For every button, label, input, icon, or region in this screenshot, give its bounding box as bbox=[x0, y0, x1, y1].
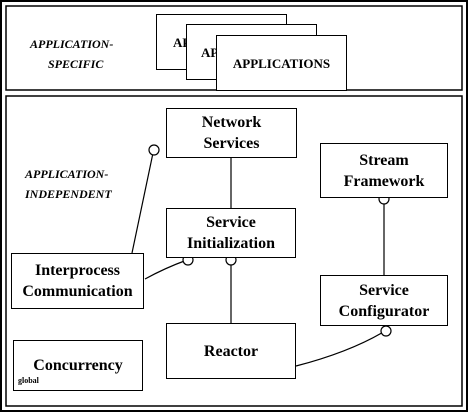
concurrency-box: Concurrency bbox=[13, 340, 143, 391]
reactor-label: Reactor bbox=[203, 342, 259, 360]
connector-reactor-to-configurator bbox=[295, 330, 386, 367]
port-circle bbox=[148, 144, 160, 156]
tier-label-line: INDEPENDENT bbox=[25, 187, 112, 201]
stream-framework-box: Stream Framework bbox=[320, 143, 448, 198]
service-initialization-label: Service Initialization bbox=[186, 214, 275, 252]
interprocess-communication-label: Interprocess Communication bbox=[22, 262, 133, 300]
applications-box-front: APPLICATIONS bbox=[216, 35, 347, 91]
network-services-box: Network Services bbox=[166, 108, 297, 158]
tier-label-application-specific: APPLICATION- SPECIFIC bbox=[30, 34, 113, 74]
connector-ipc-to-init bbox=[144, 259, 188, 280]
application-independent-panel bbox=[5, 95, 463, 407]
service-configurator-box: Service Configurator bbox=[320, 275, 448, 326]
port-circle bbox=[380, 325, 392, 337]
tier-label-line: APPLICATION- bbox=[25, 167, 109, 181]
service-initialization-box: Service Initialization bbox=[166, 208, 296, 258]
tier-label-line: SPECIFIC bbox=[48, 57, 104, 71]
stream-framework-label: Stream Framework bbox=[343, 151, 425, 190]
tier-label-line: APPLICATION- bbox=[30, 37, 114, 51]
concurrency-label: Concurrency bbox=[33, 357, 123, 374]
network-services-label: Network Services bbox=[201, 114, 262, 152]
tier-label-application-independent: APPLICATION- INDEPENDENT bbox=[25, 164, 112, 204]
connector-ipc-to-network bbox=[131, 152, 154, 254]
service-configurator-label: Service Configurator bbox=[338, 281, 430, 320]
concurrency-sub-label: global bbox=[18, 376, 39, 385]
interprocess-communication-box: Interprocess Communication bbox=[11, 253, 144, 309]
reactor-box: Reactor bbox=[166, 323, 296, 379]
applications-front-label: APPLICATIONS bbox=[232, 55, 331, 71]
